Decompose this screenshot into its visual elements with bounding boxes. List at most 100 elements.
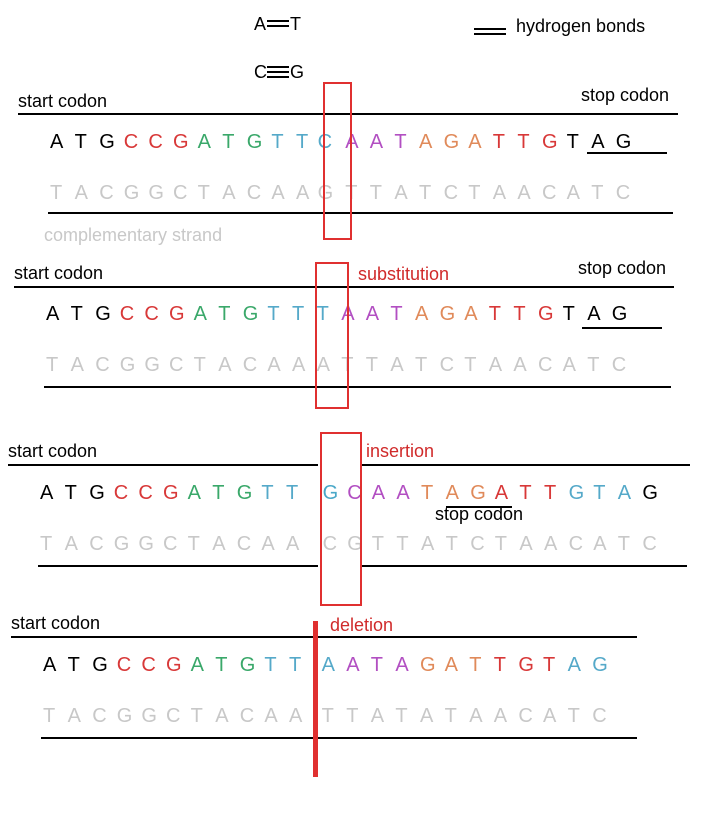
legend-a: A: [254, 14, 267, 34]
base-bottom: T: [591, 182, 604, 204]
base-bottom: A: [420, 705, 434, 727]
base-bottom: G: [141, 705, 157, 727]
base-top: T: [519, 482, 532, 504]
base-bottom: T: [617, 533, 631, 555]
base-bottom: C: [166, 705, 181, 727]
base-top: G: [89, 482, 105, 504]
base-top: C: [116, 654, 132, 676]
base-bottom: A: [296, 182, 310, 204]
base-bottom: C: [642, 533, 657, 555]
base-bottom: A: [562, 354, 576, 376]
base-bottom: T: [395, 705, 408, 727]
base-top: G: [246, 131, 263, 153]
base-top: T: [469, 654, 482, 676]
bottom-strand-line-left: [38, 565, 318, 567]
base-bottom: C: [89, 533, 104, 555]
legend-c: C: [254, 62, 267, 82]
bottom-strand-line: [41, 737, 637, 739]
base-bottom: C: [173, 182, 188, 204]
base-bottom: G: [317, 182, 334, 204]
top-strand-line-right: [360, 464, 690, 466]
base-bottom: C: [95, 354, 110, 376]
base-top: A: [365, 303, 380, 325]
base-top: G: [239, 654, 256, 676]
base-top: A: [40, 482, 54, 504]
stop-codon-label: stop codon: [581, 85, 670, 105]
base-top: A: [369, 131, 384, 153]
base-bottom: C: [439, 354, 455, 376]
base-top: A: [419, 131, 433, 153]
base-top: T: [390, 303, 403, 325]
legend-g: G: [290, 62, 305, 82]
base-bottom: A: [64, 533, 78, 555]
base-top: G: [166, 654, 182, 676]
base-top: T: [264, 654, 277, 676]
base-top: T: [566, 131, 579, 153]
deletion-label: deletion: [330, 615, 394, 635]
base-bottom: C: [615, 182, 631, 204]
base-bottom: C: [169, 354, 184, 376]
base-bottom: C: [470, 533, 485, 555]
base-bottom: T: [50, 182, 63, 204]
base-bottom: C: [611, 354, 627, 376]
base-top: A: [46, 303, 60, 325]
base-top: T: [218, 303, 231, 325]
stop-codon-label: stop codon: [435, 504, 524, 524]
base-bottom: C: [443, 182, 459, 204]
deletion-marker: [313, 621, 318, 777]
base-top: T: [493, 654, 507, 676]
base-top: G: [568, 482, 585, 504]
mutation-site-box: [320, 432, 362, 606]
top-strand-line: [11, 636, 637, 638]
base-bottom: A: [544, 533, 558, 555]
base-bottom: T: [43, 705, 56, 727]
base-bottom: T: [40, 533, 53, 555]
legend-t: T: [290, 14, 301, 34]
base-bottom: A: [469, 705, 483, 727]
start-codon-label: start codon: [14, 263, 104, 283]
base-top: G: [173, 131, 189, 153]
base-top: T: [212, 482, 225, 504]
base-top: A: [494, 482, 509, 504]
base-top: G: [95, 303, 111, 325]
base-bottom: A: [222, 182, 236, 204]
base-bottom: A: [390, 354, 404, 376]
base-top: C: [138, 482, 153, 504]
base-top: A: [197, 131, 211, 153]
base-bottom: C: [518, 705, 533, 727]
base-top: G: [443, 131, 460, 153]
base-top: T: [544, 482, 557, 504]
base-top: T: [562, 303, 575, 325]
base-bottom: A: [215, 705, 229, 727]
base-bottom: G: [148, 182, 164, 204]
complementary-strand-label: complementary strand: [44, 225, 223, 245]
base-top: A: [445, 482, 459, 504]
base-top: A: [190, 654, 204, 676]
base-top: G: [615, 131, 632, 153]
base-bottom: A: [492, 182, 507, 204]
base-bottom: T: [567, 705, 580, 727]
base-top: G: [92, 654, 108, 676]
base-bottom: T: [587, 354, 600, 376]
base-top: A: [587, 303, 601, 325]
base-top: G: [592, 654, 608, 676]
base-top: T: [70, 303, 83, 325]
base-top: T: [292, 303, 305, 325]
base-bottom: A: [292, 354, 306, 376]
bottom-strand-line: [44, 386, 671, 388]
substitution-label: substitution: [358, 264, 450, 284]
base-bottom: A: [394, 182, 408, 204]
base-bottom: C: [322, 533, 338, 555]
hydrogen-bonds-label: hydrogen bonds: [516, 16, 646, 36]
base-bottom: G: [138, 533, 154, 555]
base-top: T: [593, 482, 606, 504]
base-top: C: [347, 482, 362, 504]
base-bottom: T: [494, 533, 508, 555]
start-codon-label: start codon: [8, 441, 98, 461]
base-top: T: [222, 131, 235, 153]
base-top: T: [267, 303, 280, 325]
base-bottom: T: [464, 354, 477, 376]
base-top: T: [271, 131, 284, 153]
base-top: T: [488, 303, 502, 325]
bond-triple-1: [267, 66, 289, 68]
